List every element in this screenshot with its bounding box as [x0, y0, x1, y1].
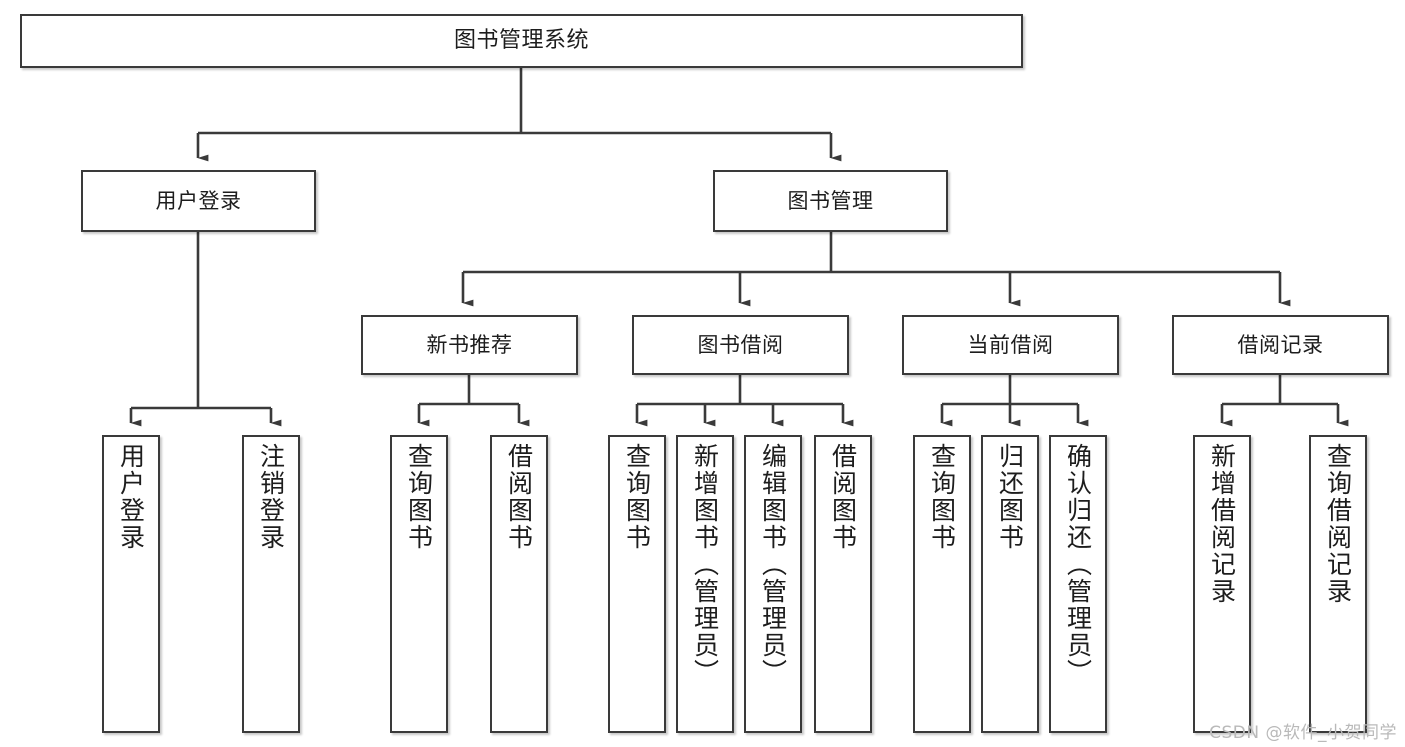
node-leaf-borrow-book-label: 借阅图书 [828, 443, 858, 551]
node-current-borrow-label: 当前借阅 [967, 332, 1054, 357]
node-leaf-borrow-book-rec-label: 借阅图书 [504, 443, 534, 551]
node-leaf-add-book-admin-label: 新增图书（管理员） [690, 443, 720, 686]
node-borrow-record[interactable]: 借阅记录 [1172, 315, 1389, 375]
node-leaf-query-borrow-record-label: 查询借阅记录 [1323, 443, 1353, 605]
node-leaf-logout-label: 注销登录 [256, 443, 286, 551]
node-leaf-confirm-return-admin[interactable]: 确认归还（管理员） [1049, 435, 1107, 733]
node-leaf-edit-book-admin-label: 编辑图书（管理员） [758, 443, 788, 686]
node-leaf-add-book-admin[interactable]: 新增图书（管理员） [676, 435, 734, 733]
node-user-login[interactable]: 用户登录 [81, 170, 316, 232]
node-root-label: 图书管理系统 [453, 28, 589, 54]
node-current-borrow[interactable]: 当前借阅 [902, 315, 1119, 375]
node-leaf-add-borrow-record[interactable]: 新增借阅记录 [1193, 435, 1251, 733]
node-book-borrow-label: 图书借阅 [697, 332, 784, 357]
node-new-book-rec[interactable]: 新书推荐 [361, 315, 578, 375]
node-leaf-query-book-borrow-label: 查询图书 [622, 443, 652, 551]
node-leaf-borrow-book[interactable]: 借阅图书 [814, 435, 872, 733]
node-root[interactable]: 图书管理系统 [20, 14, 1023, 68]
node-leaf-add-borrow-record-label: 新增借阅记录 [1207, 443, 1237, 605]
node-leaf-borrow-book-rec[interactable]: 借阅图书 [490, 435, 548, 733]
node-leaf-return-book-label: 归还图书 [995, 443, 1025, 551]
node-leaf-query-book-current-label: 查询图书 [927, 443, 957, 551]
csdn-watermark: CSDN @软件_小贺同学 [1209, 723, 1397, 743]
node-leaf-query-borrow-record[interactable]: 查询借阅记录 [1309, 435, 1367, 733]
node-book-mgmt-label: 图书管理 [787, 188, 874, 213]
node-leaf-user-login-label: 用户登录 [116, 443, 146, 551]
node-leaf-query-book-rec[interactable]: 查询图书 [390, 435, 448, 733]
node-leaf-logout[interactable]: 注销登录 [242, 435, 300, 733]
node-borrow-record-label: 借阅记录 [1237, 332, 1324, 357]
node-book-mgmt[interactable]: 图书管理 [713, 170, 948, 232]
node-new-book-rec-label: 新书推荐 [426, 332, 513, 357]
node-user-login-label: 用户登录 [155, 188, 242, 213]
node-leaf-return-book[interactable]: 归还图书 [981, 435, 1039, 733]
node-leaf-query-book-current[interactable]: 查询图书 [913, 435, 971, 733]
node-leaf-confirm-return-admin-label: 确认归还（管理员） [1063, 443, 1093, 686]
node-leaf-query-book-rec-label: 查询图书 [404, 443, 434, 551]
node-leaf-edit-book-admin[interactable]: 编辑图书（管理员） [744, 435, 802, 733]
node-leaf-user-login[interactable]: 用户登录 [102, 435, 160, 733]
node-book-borrow[interactable]: 图书借阅 [632, 315, 849, 375]
node-leaf-query-book-borrow[interactable]: 查询图书 [608, 435, 666, 733]
